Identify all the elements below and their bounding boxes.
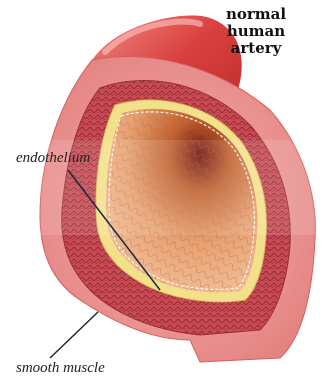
- title-line-2: artery: [196, 40, 316, 57]
- smooth-muscle-pointer: [50, 312, 98, 358]
- endothelium-label: endothelium: [16, 150, 90, 167]
- title-line-1: normal human: [196, 6, 316, 40]
- smooth-muscle-label: smooth muscle: [16, 360, 105, 377]
- diagram-title: normal human artery: [196, 6, 316, 57]
